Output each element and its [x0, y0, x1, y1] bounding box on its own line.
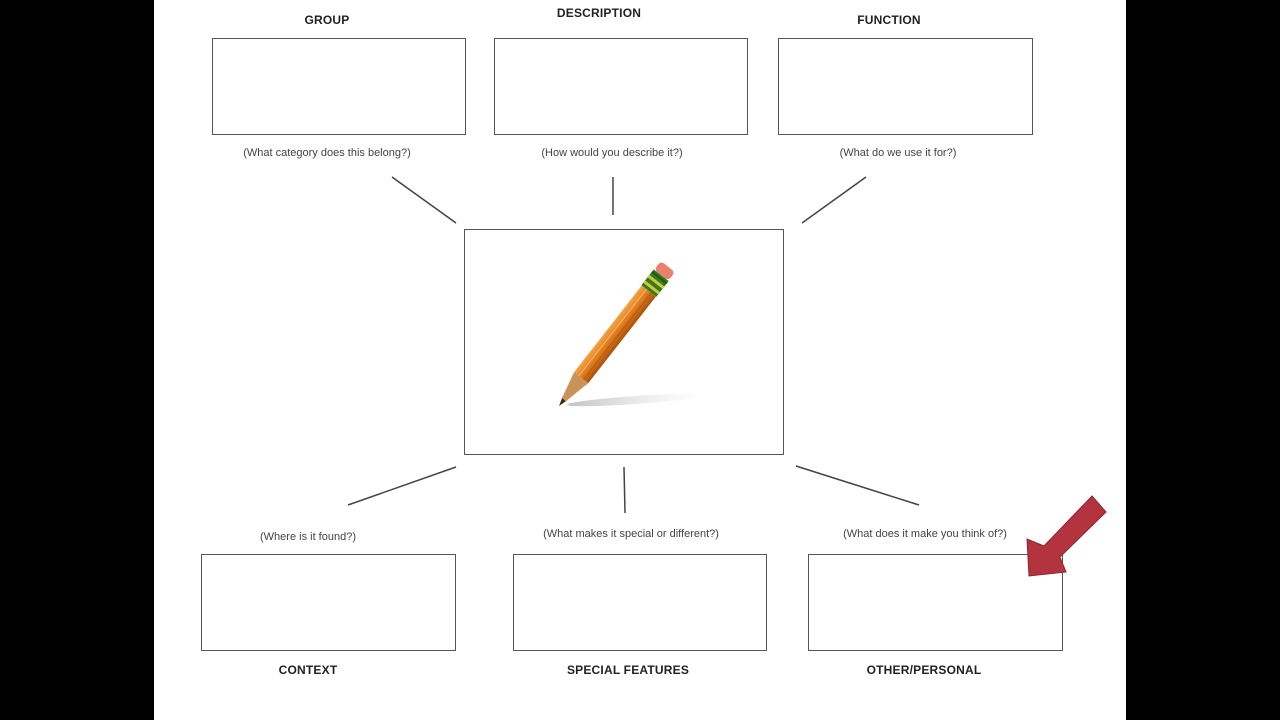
group-box[interactable]	[212, 38, 466, 135]
connector-function	[801, 176, 867, 224]
special-features-box[interactable]	[513, 554, 767, 651]
group-prompt: (What category does this belong?)	[243, 147, 411, 159]
pencil-icon	[559, 262, 703, 407]
other-personal-heading: OTHER/PERSONAL	[866, 663, 982, 677]
description-heading: DESCRIPTION	[556, 6, 642, 20]
context-prompt: (Where is it found?)	[260, 531, 356, 543]
special-features-heading: SPECIAL FEATURES	[566, 663, 690, 677]
other-personal-prompt: (What does it make you think of?)	[843, 528, 1007, 540]
context-box[interactable]	[201, 554, 456, 651]
function-heading: FUNCTION	[857, 13, 921, 27]
function-box[interactable]	[778, 38, 1033, 135]
group-heading: GROUP	[304, 13, 350, 27]
description-prompt: (How would you describe it?)	[541, 147, 683, 159]
connector-context	[347, 466, 457, 506]
special-features-prompt: (What makes it special or different?)	[543, 528, 719, 540]
description-box[interactable]	[494, 38, 748, 135]
connector-group	[391, 176, 457, 224]
connector-other-personal	[795, 465, 920, 506]
other-personal-box[interactable]	[808, 554, 1063, 651]
center-box	[464, 229, 784, 455]
context-heading: CONTEXT	[278, 663, 338, 677]
function-prompt: (What do we use it for?)	[839, 147, 957, 159]
connector-special-features	[623, 466, 626, 514]
